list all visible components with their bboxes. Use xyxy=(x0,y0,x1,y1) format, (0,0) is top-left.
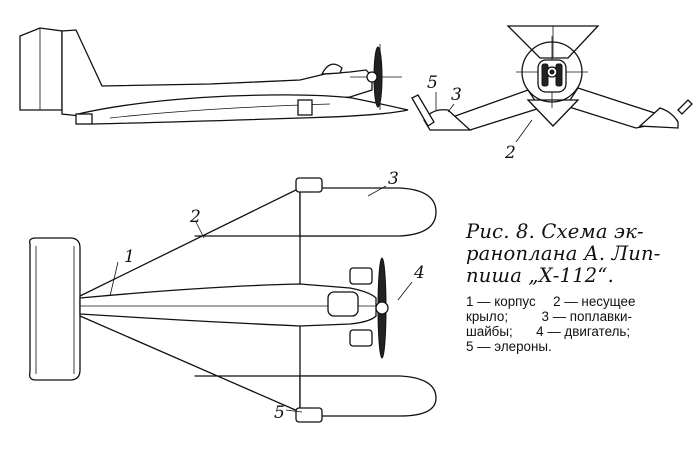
callout-4: 4 xyxy=(413,263,425,283)
caption-title: Рис. 8. Схема эк- раноплана А. Лип- пиша… xyxy=(466,221,696,287)
legend-line-2: крыло; 3 — поплавки- xyxy=(466,309,696,324)
legend-item-2: 2 — несущее xyxy=(553,294,636,309)
top-view-tail xyxy=(28,237,81,381)
callout-5-front: 5 xyxy=(427,73,438,93)
caption-legend: 1 — корпус 2 — несущее крыло; 3 — поплав… xyxy=(466,294,696,354)
figure-caption: Рис. 8. Схема эк- раноплана А. Лип- пиша… xyxy=(466,221,696,355)
callout-5: 5 xyxy=(274,403,285,423)
legend-line-1: 1 — корпус 2 — несущее xyxy=(466,294,696,309)
callout-1: 1 xyxy=(124,247,135,267)
legend-item-1: 1 — корпус xyxy=(466,294,536,309)
top-view-fuselage xyxy=(79,283,377,327)
legend-item-4: 4 — двигатель; xyxy=(536,324,631,339)
legend-item-2-cont: крыло; xyxy=(466,309,509,324)
side-view-tail-fin xyxy=(19,27,63,111)
callout-2: 2 xyxy=(189,207,201,227)
legend-item-5: 5 — элероны. xyxy=(466,339,552,354)
legend-item-3: 3 — поплавки- xyxy=(541,309,632,324)
side-view xyxy=(19,27,409,125)
side-view-wing-float xyxy=(76,94,409,125)
callout-3: 3 xyxy=(388,169,399,189)
legend-item-3-cont: шайбы; xyxy=(466,324,513,339)
front-view xyxy=(411,25,693,131)
callout-2-front: 2 xyxy=(504,143,516,163)
top-view xyxy=(28,92,533,423)
legend-line-3: шайбы; 4 — двигатель; xyxy=(466,324,696,339)
top-view-float-upper xyxy=(299,187,437,237)
caption-title-line-3: пиша „Х-112“. xyxy=(466,264,614,287)
legend-line-4: 5 — элероны. xyxy=(466,339,696,354)
callout-3-front: 3 xyxy=(451,85,462,105)
caption-title-line-2: раноплана А. Лип- xyxy=(466,242,661,265)
caption-title-line-1: Рис. 8. Схема эк- xyxy=(466,220,644,243)
top-view-float-lower xyxy=(299,375,437,417)
top-view-wing-outline xyxy=(79,187,301,413)
